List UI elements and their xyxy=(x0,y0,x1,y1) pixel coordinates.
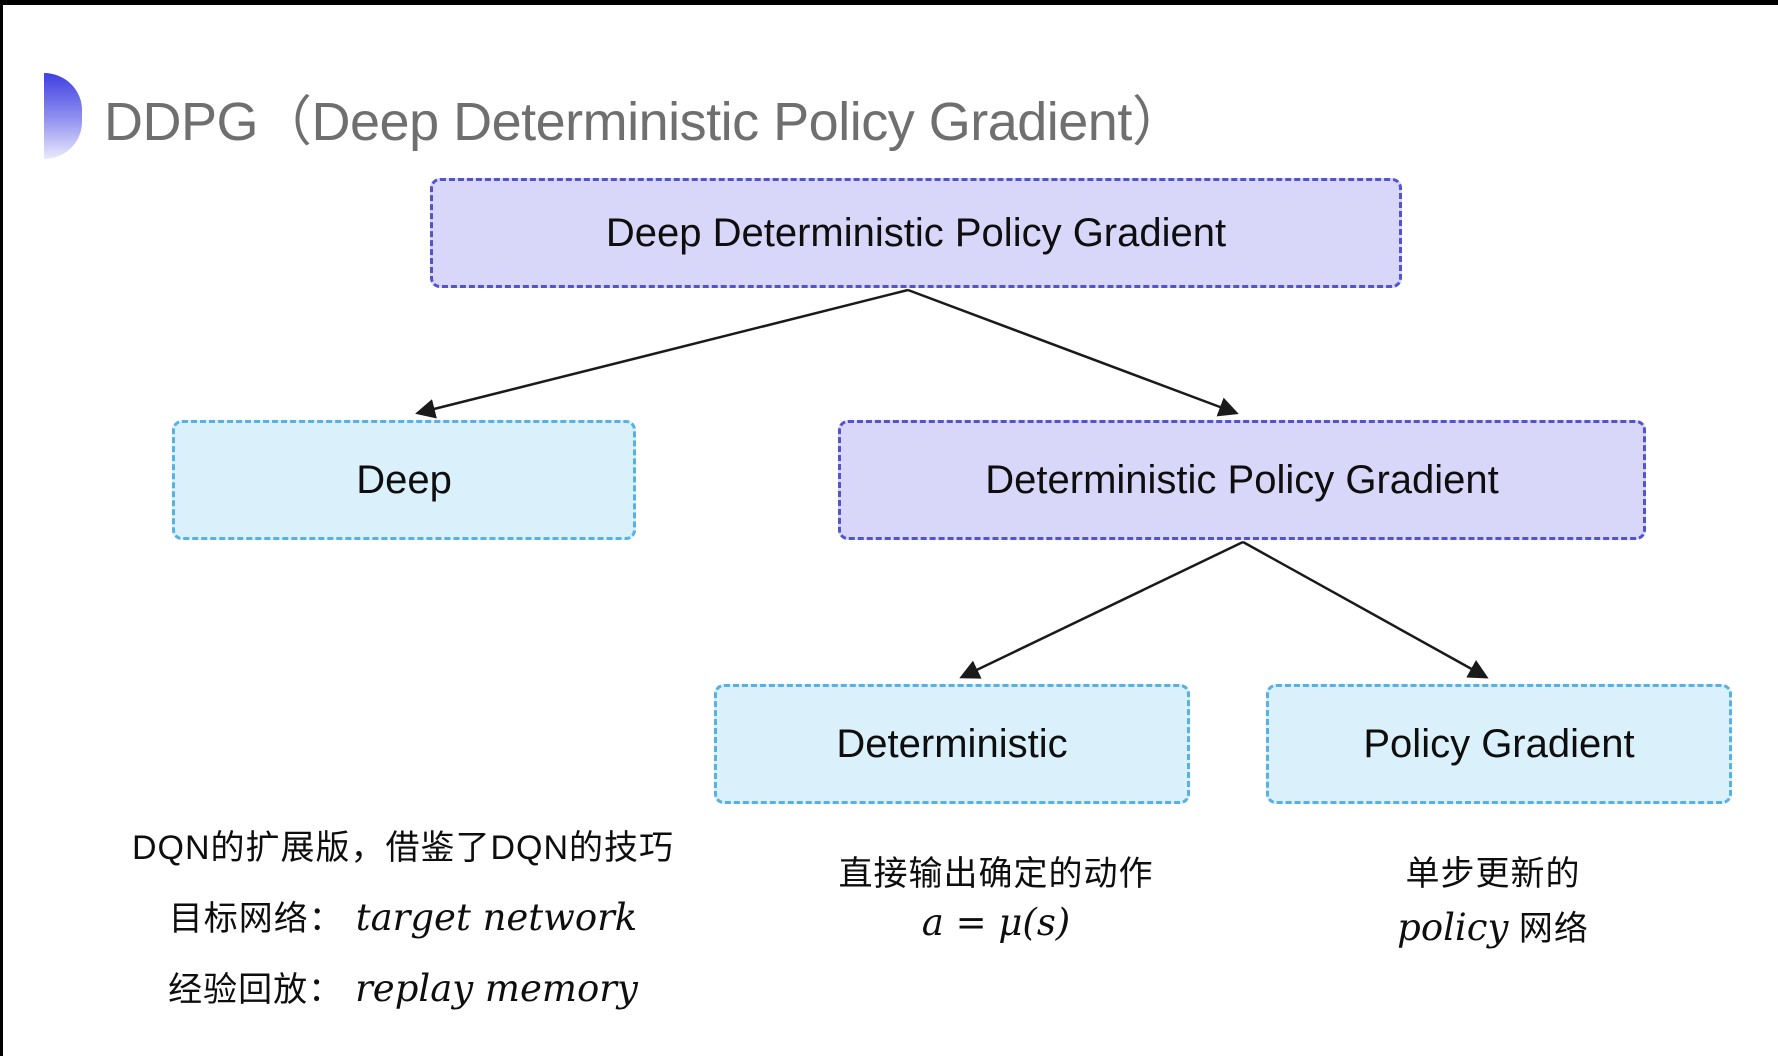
edge-dpg-deterministic xyxy=(959,540,1244,679)
page-title: DDPG（Deep Deterministic Policy Gradient） xyxy=(104,91,1186,152)
node-deep-deterministic-policy-gradient: Deep Deterministic Policy Gradient xyxy=(430,178,1402,288)
node-label: Deterministic Policy Gradient xyxy=(985,457,1499,502)
node-deterministic: Deterministic xyxy=(714,684,1190,804)
node-label: Deep Deterministic Policy Gradient xyxy=(605,210,1227,255)
note-deterministic-line1: 直接输出确定的动作 xyxy=(838,855,1154,893)
note-deterministic: 直接输出确定的动作 a = μ(s) xyxy=(796,846,1196,950)
edge-root-deep xyxy=(415,288,909,419)
network-word: 网络 xyxy=(1508,910,1589,948)
note-deep-line2: 目标网络： target network xyxy=(103,891,703,940)
note-policy-gradient-line1: 单步更新的 xyxy=(1405,855,1581,893)
formula-a-mu-s: a = μ(s) xyxy=(921,901,1071,944)
screen-left-border xyxy=(0,0,3,1056)
target-network-value: target network xyxy=(355,896,638,939)
blue-semicircle-icon xyxy=(44,73,82,159)
note-policy-gradient: 单步更新的 policy 网络 xyxy=(1343,846,1643,956)
node-label: Deterministic xyxy=(836,721,1068,766)
note-deep-line1: DQN的扩展版，借鉴了DQN的技巧 xyxy=(131,829,675,867)
node-deep: Deep xyxy=(172,420,636,540)
slide-header: DDPG（Deep Deterministic Policy Gradient） xyxy=(44,70,1186,162)
replay-memory-label: 经验回放： xyxy=(168,971,344,1009)
screen-top-border xyxy=(0,0,1778,5)
node-label: Deep xyxy=(356,457,452,502)
replay-memory-value: replay memory xyxy=(355,967,638,1010)
note-policy-gradient-line2: policy 网络 xyxy=(1343,901,1643,950)
node-deterministic-policy-gradient: Deterministic Policy Gradient xyxy=(838,420,1646,540)
policy-word: policy xyxy=(1397,906,1509,949)
edge-root-dpg xyxy=(907,288,1239,417)
node-policy-gradient: Policy Gradient xyxy=(1266,684,1732,804)
target-network-label: 目标网络： xyxy=(168,900,344,938)
note-deep: DQN的扩展版，借鉴了DQN的技巧 目标网络： target network 经验… xyxy=(103,820,703,1033)
note-deep-line3: 经验回放： replay memory xyxy=(103,962,703,1011)
node-label: Policy Gradient xyxy=(1363,721,1635,766)
edge-dpg-policy-gradient xyxy=(1242,540,1489,679)
